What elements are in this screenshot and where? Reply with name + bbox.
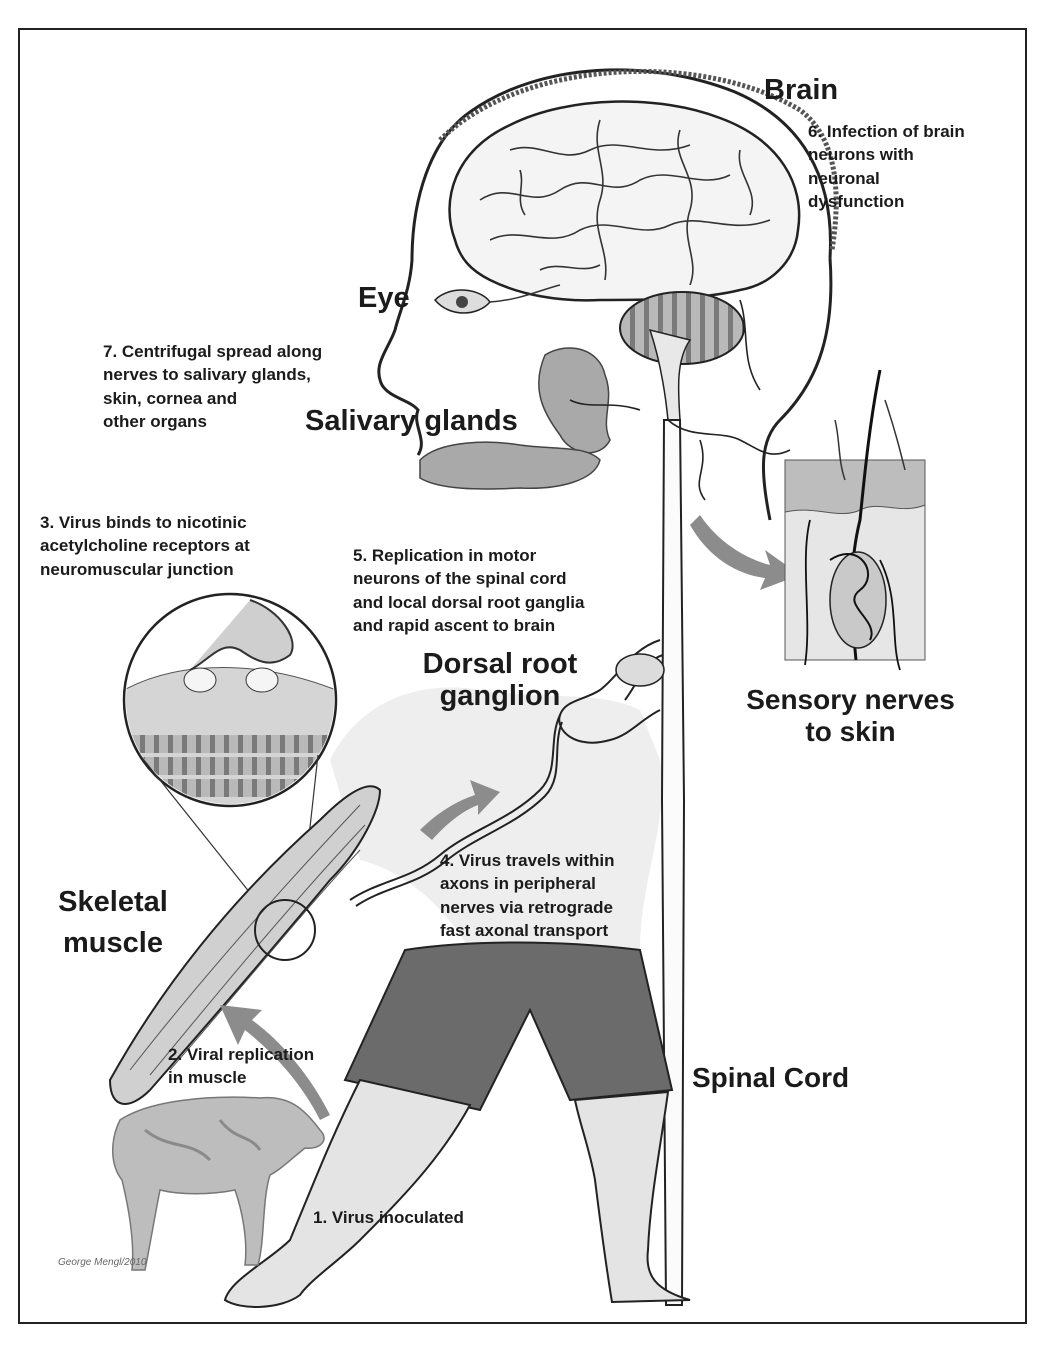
arrow-to-muscle: [220, 1005, 330, 1120]
label-step1: 1. Virus inoculated: [313, 1208, 464, 1227]
label-spinal-cord: Spinal Cord: [692, 1062, 850, 1093]
brain-folds: [479, 119, 771, 286]
right-leg: [573, 1090, 691, 1304]
salivary-gland-lower: [419, 441, 601, 490]
label-step5: 5. Replication in motor neurons of the s…: [353, 546, 585, 636]
figure-frame: [18, 28, 1027, 1324]
cerebellum: [619, 291, 745, 365]
neuromuscular-junction-zoom: [122, 592, 338, 919]
head-back: [762, 257, 833, 521]
label-step3: 3. Virus binds to nicotinic acetylcholin…: [40, 513, 250, 579]
shorts: [343, 941, 674, 1112]
label-sensory-nerves: Sensory nerves to skin: [746, 684, 955, 748]
label-step4: 4. Virus travels within axons in periphe…: [440, 851, 615, 941]
eye-drawing: [433, 284, 561, 314]
arrow-to-skin: [690, 515, 800, 590]
cranial-nerves: [569, 299, 791, 501]
spinal-cord: [660, 419, 686, 1306]
label-dorsal-root-ganglion: Dorsal root ganglion: [422, 648, 578, 713]
head-outline: [377, 68, 832, 456]
left-leg: [223, 1078, 472, 1308]
label-step7: 7. Centrifugal spread along nerves to sa…: [103, 342, 323, 432]
label-salivary-glands: Salivary glands: [305, 405, 518, 437]
arrow-ascend: [420, 780, 500, 840]
label-eye: Eye: [358, 282, 410, 314]
label-brain: Brain: [764, 74, 839, 106]
label-skeletal-muscle: Skeletal muscle: [58, 886, 168, 959]
dog-drawing: [112, 1096, 325, 1271]
artist-signature: George Mengl/2010: [58, 1257, 147, 1268]
salivary-gland-upper: [538, 347, 611, 454]
label-step6: 6. Infection of brain neurons with neuro…: [808, 122, 965, 212]
brainstem: [648, 328, 692, 421]
hair-line: [438, 68, 839, 251]
body-silhouette: [330, 687, 663, 950]
skeletal-muscle: [108, 785, 382, 1105]
muscle-zoom-ring: [254, 899, 316, 961]
ganglion-body: [615, 653, 665, 687]
skin-section: [784, 369, 926, 671]
brain-shape: [448, 100, 801, 302]
label-step2: 2. Viral replication in muscle: [168, 1045, 315, 1088]
